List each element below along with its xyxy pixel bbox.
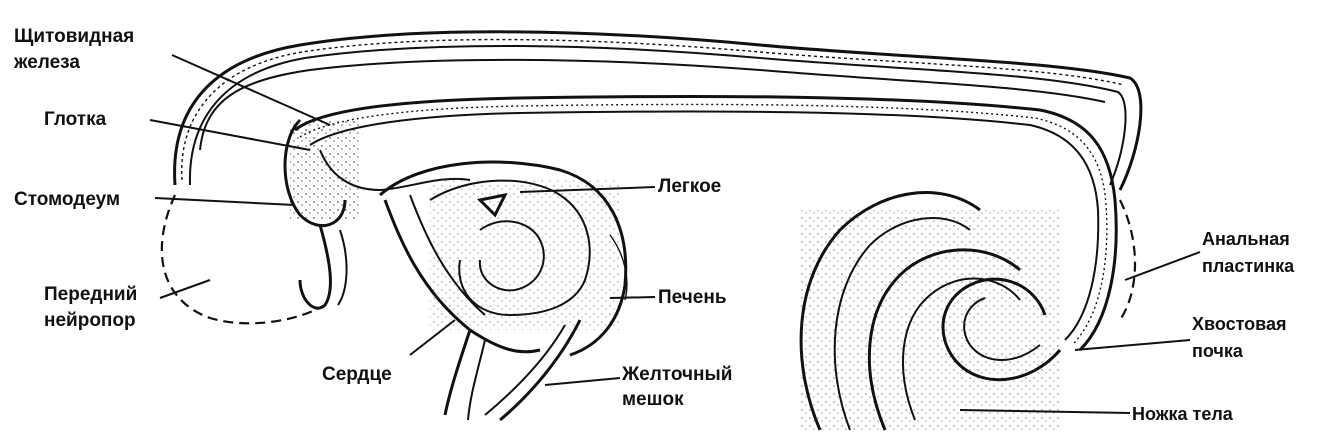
label-pharynx: Глотка	[44, 109, 107, 130]
tail-region	[800, 193, 1060, 430]
label-anal-plate-line2: пластинка	[1202, 256, 1295, 276]
leader-tail-bud	[1075, 340, 1190, 350]
leader-anal-plate	[1125, 252, 1200, 280]
label-neuropore-line1: Передний	[44, 284, 137, 305]
leader-yolk	[545, 378, 620, 385]
leader-neuropore	[160, 280, 210, 298]
label-tail-bud-line2: почка	[1192, 341, 1244, 361]
label-thyroid-line2: железа	[13, 52, 80, 73]
leader-liver	[610, 297, 655, 298]
label-tail-bud-line1: Хвостовая	[1192, 314, 1287, 334]
label-yolk-sac-line2: мешок	[622, 389, 684, 410]
labels: Щитовидная железа Глотка Стомодеум Перед…	[13, 26, 1295, 424]
label-lung: Легкое	[658, 176, 721, 197]
label-body-stalk: Ножка тела	[1132, 404, 1234, 424]
label-heart: Сердце	[322, 364, 392, 385]
label-neuropore-line2: нейропор	[44, 310, 136, 331]
leader-stomodeum	[155, 198, 295, 205]
label-liver: Печень	[658, 287, 727, 308]
label-anal-plate-line1: Анальная	[1202, 229, 1290, 249]
label-stomodeum: Стомодеум	[14, 189, 120, 210]
label-yolk-sac-line1: Желточный	[621, 364, 732, 385]
leader-pharynx	[150, 120, 310, 150]
anal-plate-outline	[1120, 200, 1135, 320]
label-thyroid-line1: Щитовидная	[14, 26, 134, 47]
